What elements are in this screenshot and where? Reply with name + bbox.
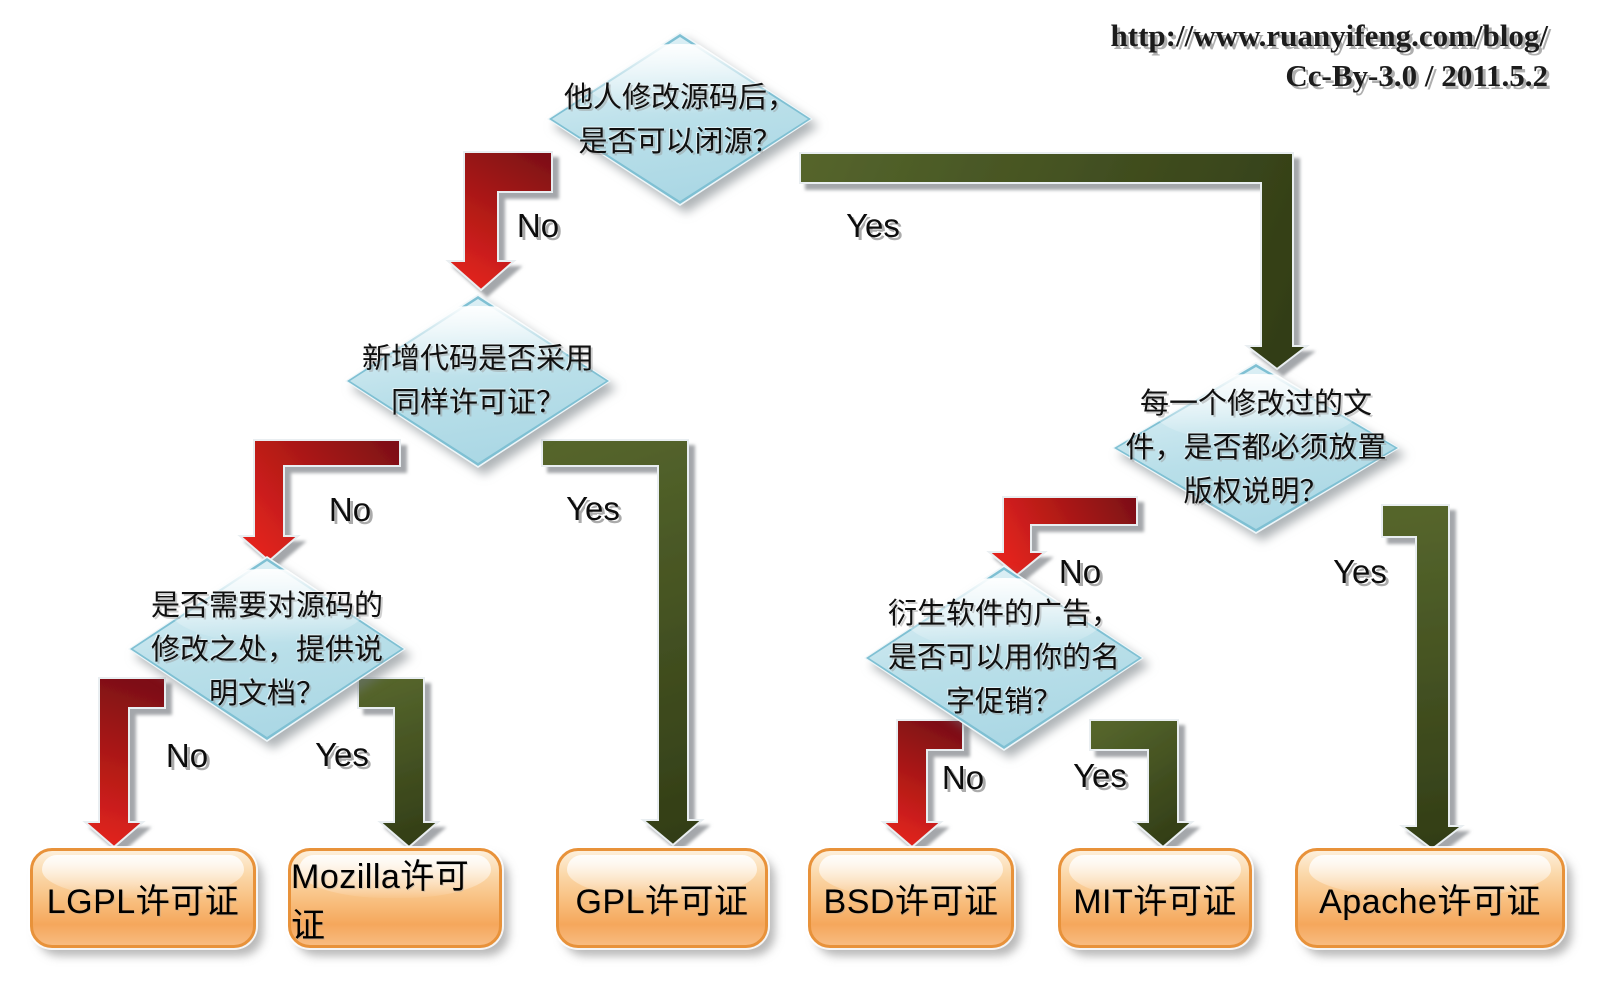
edge-label-doc-changes-no: No: [165, 737, 209, 774]
decision-text: 每一个修改过的文 件，是否都必须放置 版权说明？: [1125, 387, 1387, 509]
gloss-highlight: [1068, 854, 1242, 898]
result-lgpl: LGPL许可证: [30, 848, 256, 948]
result-apache: Apache许可证: [1295, 848, 1565, 948]
edge-arrow-no-to-same-license: [445, 151, 553, 292]
edge-arrow-yes-to-apache: [1381, 504, 1465, 851]
result-gpl: GPL许可证: [556, 848, 768, 948]
decision-text: 是否需要对源码的 修改之处，提供说 明文档？: [150, 589, 383, 711]
edge-label-copyright-yes: Yes: [1333, 553, 1387, 590]
license-label: MIT许可证: [1073, 882, 1237, 921]
attribution: http://www.ruanyifeng.com/blog/ Cc-By-3.…: [1111, 16, 1548, 97]
decision-text: 衍生软件的广告， 是否可以用你的名 字促销？: [887, 597, 1120, 719]
edge-arrow-no-to-bsd: [880, 719, 964, 849]
attribution-url: http://www.ruanyifeng.com/blog/: [1110, 18, 1548, 53]
license-label: LGPL许可证: [46, 882, 240, 921]
gloss-highlight: [1308, 854, 1552, 898]
edge-label-name-promotion-no: No: [941, 759, 985, 796]
edge-label-close-source-yes: Yes: [846, 207, 900, 244]
edge-label-copyright-no: No: [1058, 553, 1102, 590]
edge-label-close-source-no: No: [516, 207, 560, 244]
attribution-license: Cc-By-3.0 / 2011.5.2: [1285, 58, 1548, 94]
edge-arrow-yes-to-copyright-notice: [799, 152, 1310, 371]
license-label: Apache许可证: [1319, 882, 1541, 921]
decision-text: 新增代码是否采用 同样许可证？: [361, 342, 594, 419]
edge-label-name-promotion-yes: Yes: [1073, 757, 1127, 794]
decision-text: 他人修改源码后， 是否可以闭源？: [563, 81, 796, 158]
decision-same-license: [345, 294, 611, 468]
result-bsd: BSD许可证: [808, 848, 1014, 948]
edge-arrow-no-to-lgpl: [82, 677, 166, 849]
decision-name-promotion: [864, 565, 1144, 751]
decision-copyright-notice: [1112, 362, 1400, 534]
license-label: Mozilla许可证: [291, 858, 470, 945]
decision-doc-changes: [128, 556, 406, 742]
result-mozilla: Mozilla许可证: [288, 848, 502, 948]
edge-label-same-license-no: No: [328, 491, 372, 528]
gloss-highlight: [567, 854, 757, 898]
edge-label-doc-changes-yes: Yes: [315, 736, 369, 773]
edge-arrow-yes-to-gpl: [541, 439, 705, 847]
decision-can-close-source: [547, 32, 813, 206]
gloss-highlight: [299, 854, 491, 898]
edge-label-same-license-yes: Yes: [566, 490, 620, 527]
edge-arrow-yes-to-mozilla: [357, 677, 441, 849]
edge-arrow-no-to-name-promotion: [986, 496, 1138, 577]
license-label: GPL许可证: [575, 882, 749, 921]
gloss-highlight: [819, 854, 1003, 898]
result-mit: MIT许可证: [1058, 848, 1252, 948]
edge-arrow-no-to-doc-changes: [237, 439, 401, 563]
gloss-highlight: [41, 854, 245, 898]
edge-arrow-yes-to-mit: [1089, 719, 1195, 849]
license-label: BSD许可证: [823, 882, 999, 921]
